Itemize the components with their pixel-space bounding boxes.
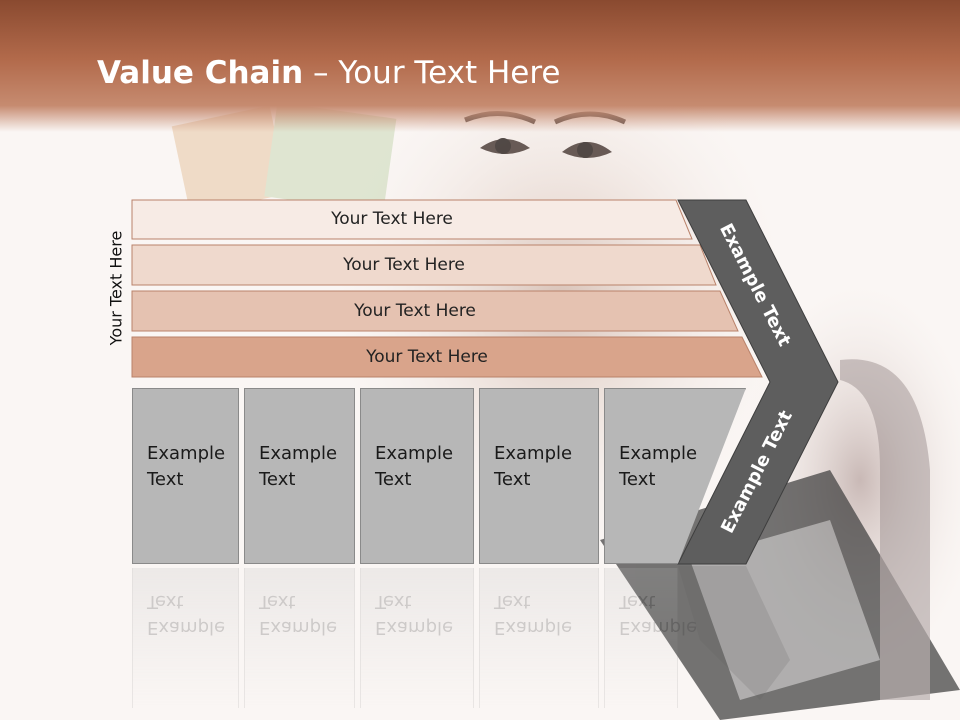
- bar-2[interactable]: Your Text Here: [132, 246, 716, 284]
- header-band: [0, 0, 960, 132]
- block-3-line1: Example: [375, 443, 454, 464]
- block-1-line1: Example: [147, 443, 226, 464]
- block-5-line2: Text: [619, 469, 656, 490]
- bar-3-shape[interactable]: [131, 290, 739, 332]
- bar-3[interactable]: Your Text Here: [132, 292, 738, 330]
- block-1-line2: Text: [147, 469, 184, 490]
- bar-1-shape[interactable]: [131, 199, 693, 240]
- chevron-reflection: [678, 566, 790, 700]
- bar-4-label: Your Text Here: [366, 347, 488, 367]
- bar-3-label: Your Text Here: [354, 301, 476, 321]
- block-4-line1: Example: [494, 443, 573, 464]
- bar-2-shape[interactable]: [131, 244, 717, 286]
- slide-title-bold: Value Chain: [97, 55, 304, 91]
- block-2-line1: Example: [259, 443, 338, 464]
- chevron-shape[interactable]: [677, 199, 839, 565]
- bar-1-label: Your Text Here: [331, 209, 453, 229]
- block-5-line1: Example: [619, 443, 698, 464]
- bar-2-label: Your Text Here: [343, 255, 465, 275]
- slide-title-rest: – Your Text Here: [303, 55, 561, 91]
- bar-4[interactable]: Your Text Here: [132, 338, 762, 376]
- block-4-line2: Text: [494, 469, 531, 490]
- block-3-line2: Text: [375, 469, 412, 490]
- block-2-line2: Text: [259, 469, 296, 490]
- slide-title[interactable]: Value Chain – Your Text Here: [97, 55, 560, 91]
- bar-4-shape[interactable]: [131, 336, 763, 378]
- bar-1[interactable]: Your Text Here: [132, 200, 692, 238]
